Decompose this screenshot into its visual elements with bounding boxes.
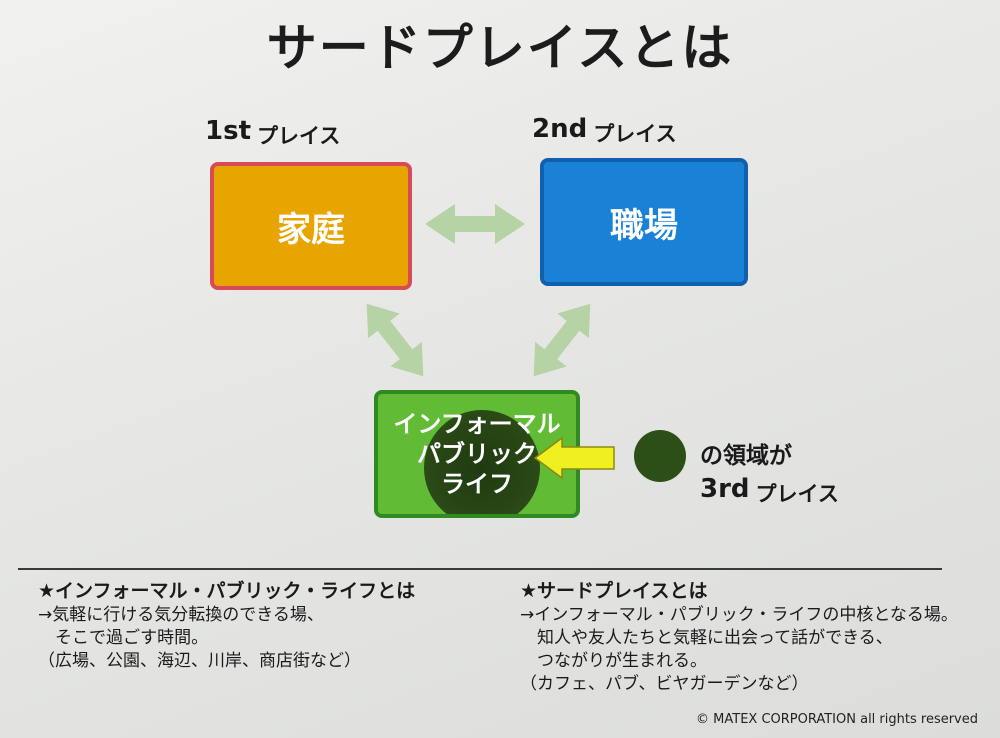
note-right-line-2: 知人や友人たちと気軽に出会って話ができる、 (520, 628, 893, 648)
legend-circle-icon (634, 430, 686, 482)
note-informal-public-life: ★インフォーマル・パブリック・ライフとは →気軽に行ける気分転換のできる場、 そ… (38, 580, 415, 673)
yellow-pointer-arrow (533, 436, 615, 480)
legend-text: の領域が (700, 443, 792, 469)
informal-public-life-label: インフォーマル パブリック ライフ (393, 409, 560, 499)
note-right-line-4: （カフェ、パブ、ビヤガーデンなど） (520, 674, 809, 694)
home-informal-double-arrow (366, 303, 424, 377)
note-right-heading: ★サードプレイスとは (520, 580, 708, 602)
home-box: 家庭 (210, 162, 412, 290)
note-right-line-3: つながりが生まれる。 (520, 651, 707, 671)
note-left-line-1: →気軽に行ける気分転換のできる場、 (38, 605, 324, 625)
arrows-layer (366, 204, 615, 480)
first-place-suffix: プレイス (257, 124, 341, 148)
first-place-num: 1st (205, 116, 251, 146)
note-left-heading: ★インフォーマル・パブリック・ライフとは (38, 580, 416, 602)
informal-line-2: パブリック (417, 440, 537, 468)
section-divider (18, 568, 942, 570)
note-left-line-2: そこで過ごす時間。 (38, 628, 209, 648)
third-place-num: 3rd (700, 474, 750, 504)
second-place-num: 2nd (532, 114, 588, 144)
note-left-line-3: （広場、公園、海辺、川岸、商店街など） (38, 651, 361, 671)
copyright-notice: © MATEX CORPORATION all rights reserved (696, 712, 978, 727)
note-third-place: ★サードプレイスとは →インフォーマル・パブリック・ライフの中核となる場。 知人… (520, 580, 958, 696)
work-informal-double-arrow (533, 303, 591, 377)
informal-public-life-box: インフォーマル パブリック ライフ (374, 390, 580, 518)
home-box-label: 家庭 (277, 209, 345, 250)
page-title: サードプレイスとは (266, 19, 734, 77)
home-work-double-arrow (425, 204, 525, 244)
informal-line-3: ライフ (441, 470, 513, 498)
third-place-area-circle (424, 410, 540, 514)
note-right-line-1: →インフォーマル・パブリック・ライフの中核となる場。 (520, 605, 958, 625)
third-place-suffix: プレイス (755, 482, 839, 506)
informal-line-1: インフォーマル (393, 410, 561, 438)
work-box: 職場 (540, 158, 748, 286)
second-place-suffix: プレイス (593, 122, 677, 146)
work-box-label: 職場 (610, 205, 678, 246)
